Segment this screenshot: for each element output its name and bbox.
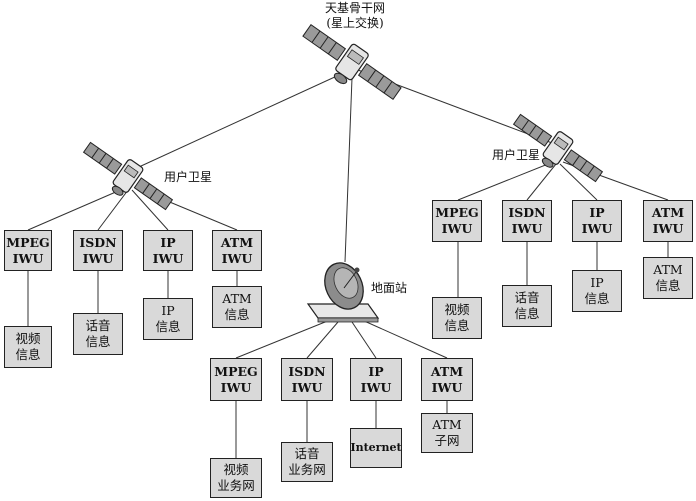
left-voice-info-box: 话音 信息	[73, 313, 123, 355]
right-mpeg-iwu-box: MPEG IWU	[432, 200, 482, 242]
ground-atm-subnet-box: ATM 子网	[421, 413, 473, 453]
backbone-network-label: 天基骨干网 (星上交换)	[324, 1, 385, 30]
left-ip-info-box: IP 信息	[143, 298, 193, 340]
ground-isdn-iwu-box: ISDN IWU	[281, 358, 333, 401]
link-backbone-left-sat	[127, 69, 351, 173]
left-atm-info-box: ATM 信息	[212, 286, 262, 328]
right-sat-links	[457, 161, 669, 201]
right-atm-iwu-box: ATM IWU	[643, 200, 693, 242]
right-user-satellite-icon	[512, 113, 604, 183]
ground-mpeg-iwu-box: MPEG IWU	[210, 358, 262, 401]
left-atm-iwu-box: ATM IWU	[212, 230, 262, 271]
left-isdn-iwu-box: ISDN IWU	[73, 230, 123, 271]
left-video-info-box: 视频 信息	[4, 326, 52, 368]
right-isdn-iwu-box: ISDN IWU	[502, 200, 552, 242]
left-info-links	[27, 271, 238, 326]
link-backbone-ground	[344, 77, 353, 263]
right-atm-info-box: ATM 信息	[643, 257, 693, 299]
ground-station-label: 地面站	[370, 281, 407, 295]
ground-internet-box: Internet	[350, 428, 402, 468]
right-ip-info-box: IP 信息	[572, 270, 622, 312]
backbone-satellite-icon	[302, 24, 402, 100]
right-video-info-box: 视频 信息	[432, 297, 482, 339]
right-ip-iwu-box: IP IWU	[572, 200, 622, 242]
ground-station-dish-icon	[306, 262, 380, 323]
ground-links	[235, 319, 448, 359]
right-voice-info-box: 话音 信息	[502, 285, 552, 327]
left-mpeg-iwu-box: MPEG IWU	[4, 230, 52, 271]
left-user-satellite-label: 用户卫星	[163, 170, 212, 184]
right-info-links	[457, 242, 669, 297]
right-user-satellite-label: 用户卫星	[491, 148, 540, 162]
ground-info-links	[235, 401, 448, 458]
ground-video-network-box: 视频 业务网	[210, 458, 262, 498]
ground-ip-iwu-box: IP IWU	[350, 358, 402, 401]
left-sat-links	[27, 187, 238, 231]
left-user-satellite-icon	[82, 141, 174, 211]
ground-voice-network-box: 话音 业务网	[281, 442, 333, 482]
ground-atm-iwu-box: ATM IWU	[421, 358, 473, 401]
left-ip-iwu-box: IP IWU	[143, 230, 193, 271]
